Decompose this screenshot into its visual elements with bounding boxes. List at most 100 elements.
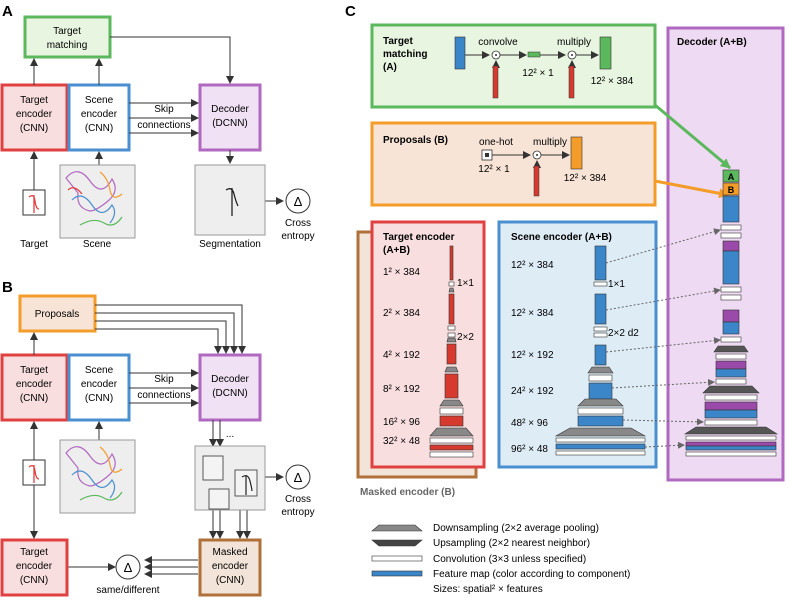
svg-text:(CNN): (CNN) <box>216 575 244 586</box>
svg-text:12² × 384: 12² × 384 <box>511 308 554 319</box>
svg-text:matching: matching <box>47 40 88 51</box>
proposals-box: Proposals <box>18 294 97 333</box>
svg-text:Decoder: Decoder <box>211 374 249 385</box>
skip-label-a: Skip <box>154 104 174 115</box>
svg-text:convolve: convolve <box>478 37 518 48</box>
target-matching-flow <box>454 36 612 99</box>
panel-a-arrows <box>30 36 284 205</box>
svg-text:encoder: encoder <box>212 561 249 572</box>
svg-text:1² × 384: 1² × 384 <box>383 267 420 278</box>
loss-label-b2: entropy <box>281 507 314 518</box>
same-different-node: Δ <box>115 554 141 580</box>
masked-encoder-box-b: Masked encoder (CNN) <box>198 538 262 597</box>
svg-text:12² × 192: 12² × 192 <box>511 350 554 361</box>
svg-text:Scene encoder (A+B): Scene encoder (A+B) <box>511 232 612 243</box>
svg-text:Target: Target <box>53 26 81 37</box>
target-encoder-box-b: Target encoder (CNN) <box>0 353 69 422</box>
svg-text:Target: Target <box>383 36 413 47</box>
svg-text:(CNN): (CNN) <box>20 575 48 586</box>
decoder-stack: A B <box>683 169 779 457</box>
scene-encoder-panel-c: Scene encoder (A+B) 12² × 384 12² × 384 … <box>497 220 658 469</box>
loss-node-a: Δ <box>285 188 311 214</box>
svg-text:Target: Target <box>20 547 48 558</box>
skip-label-b: Skip <box>154 374 174 385</box>
svg-text:(DCNN): (DCNN) <box>212 118 248 129</box>
scene-label-a: Scene <box>83 239 112 250</box>
svg-text:Masked: Masked <box>212 547 247 558</box>
svg-text:2×2: 2×2 <box>457 332 474 343</box>
svg-text:4² × 192: 4² × 192 <box>383 350 420 361</box>
svg-text:32² × 48: 32² × 48 <box>383 436 420 447</box>
legend: Downsampling (2×2 average pooling) Upsam… <box>371 523 630 595</box>
svg-text:12² × 1: 12² × 1 <box>478 164 510 175</box>
svg-text:(CNN): (CNN) <box>20 123 48 134</box>
svg-text:multiply: multiply <box>533 137 567 148</box>
proposals-panel-c: Proposals (B) one-hot multiply 12² × 1 1… <box>370 121 657 207</box>
target-encoder-stack <box>429 245 474 458</box>
svg-text:Δ: Δ <box>294 194 303 209</box>
scene-encoder-box-a: Scene encoder (CNN) <box>67 83 131 152</box>
loss-label-b: Cross <box>285 494 311 505</box>
svg-text:Proposals (B): Proposals (B) <box>383 135 448 146</box>
target-matching-box: Target matching <box>23 15 112 59</box>
svg-text:Proposals: Proposals <box>35 309 79 320</box>
svg-text:(A+B): (A+B) <box>383 245 410 256</box>
scene-encoder-stack <box>554 245 647 456</box>
svg-text:(DCNN): (DCNN) <box>212 388 248 399</box>
scene-image-a <box>59 164 136 239</box>
svg-text:24² × 192: 24² × 192 <box>511 386 554 397</box>
svg-text:Decoder: Decoder <box>211 104 249 115</box>
svg-text:Target encoder: Target encoder <box>383 232 455 243</box>
arrow-prop-to-decoder <box>654 179 729 199</box>
panel-label-a: A <box>2 3 13 20</box>
ellipsis-b: ... <box>226 429 234 440</box>
loss-label-a2: entropy <box>281 231 314 242</box>
svg-text:2² × 384: 2² × 384 <box>383 308 420 319</box>
svg-text:Δ: Δ <box>124 560 133 575</box>
target-image-b <box>22 459 46 486</box>
arrow-tm-to-decoder <box>654 103 731 170</box>
svg-text:B: B <box>728 185 735 195</box>
svg-text:Sizes: spatial² × features: Sizes: spatial² × features <box>433 584 543 595</box>
target-encoder-panel-c: Target encoder (A+B) 1² × 384 2² × 384 4… <box>370 220 486 469</box>
target-matching-panel-c: Target matching (A) convolve multiply 12… <box>370 23 657 109</box>
svg-text:96² × 48: 96² × 48 <box>511 444 548 455</box>
svg-text:Upsampling (2×2 nearest neighb: Upsampling (2×2 nearest neighbor) <box>433 538 590 549</box>
svg-text:encoder: encoder <box>81 379 118 390</box>
svg-text:matching: matching <box>383 49 427 60</box>
svg-text:Target: Target <box>20 365 48 376</box>
target-label-a: Target <box>20 239 48 250</box>
skip-label-a2: connections <box>137 120 190 131</box>
svg-text:2×2 d2: 2×2 d2 <box>608 328 639 339</box>
svg-text:12² × 1: 12² × 1 <box>522 68 554 79</box>
panel-b-arrows <box>30 304 284 578</box>
target-encoder-box-a: Target encoder (CNN) <box>0 83 69 152</box>
same-different-label: same/different <box>96 585 159 596</box>
svg-text:Convolution (3×3 unless specif: Convolution (3×3 unless specified) <box>433 554 586 565</box>
svg-text:(CNN): (CNN) <box>85 123 113 134</box>
svg-text:Masked encoder (B): Masked encoder (B) <box>360 487 455 498</box>
svg-text:1×1: 1×1 <box>608 279 625 290</box>
svg-text:Decoder (A+B): Decoder (A+B) <box>677 37 747 48</box>
skip-connection-arrows <box>605 228 721 449</box>
svg-text:48² × 96: 48² × 96 <box>511 418 548 429</box>
svg-text:Scene: Scene <box>85 95 114 106</box>
svg-text:Target: Target <box>20 95 48 106</box>
svg-text:encoder: encoder <box>16 109 53 120</box>
svg-text:12² × 384: 12² × 384 <box>511 260 554 271</box>
decoder-box-a: Decoder (DCNN) <box>198 83 262 152</box>
svg-text:A: A <box>728 172 735 182</box>
svg-text:12² × 384: 12² × 384 <box>591 76 634 87</box>
decoder-box-b: Decoder (DCNN) <box>198 353 262 422</box>
panel-label-b: B <box>2 279 13 296</box>
svg-text:(CNN): (CNN) <box>20 393 48 404</box>
scene-encoder-box-b: Scene encoder (CNN) <box>67 353 131 422</box>
svg-text:1×1: 1×1 <box>457 278 474 289</box>
svg-text:encoder: encoder <box>16 561 53 572</box>
loss-label-a: Cross <box>285 218 311 229</box>
segmentation-label-a: Segmentation <box>199 239 261 250</box>
segmentation-image-a <box>194 164 266 236</box>
svg-text:Δ: Δ <box>294 470 303 485</box>
svg-text:encoder: encoder <box>81 109 118 120</box>
scene-image-b <box>59 439 136 514</box>
